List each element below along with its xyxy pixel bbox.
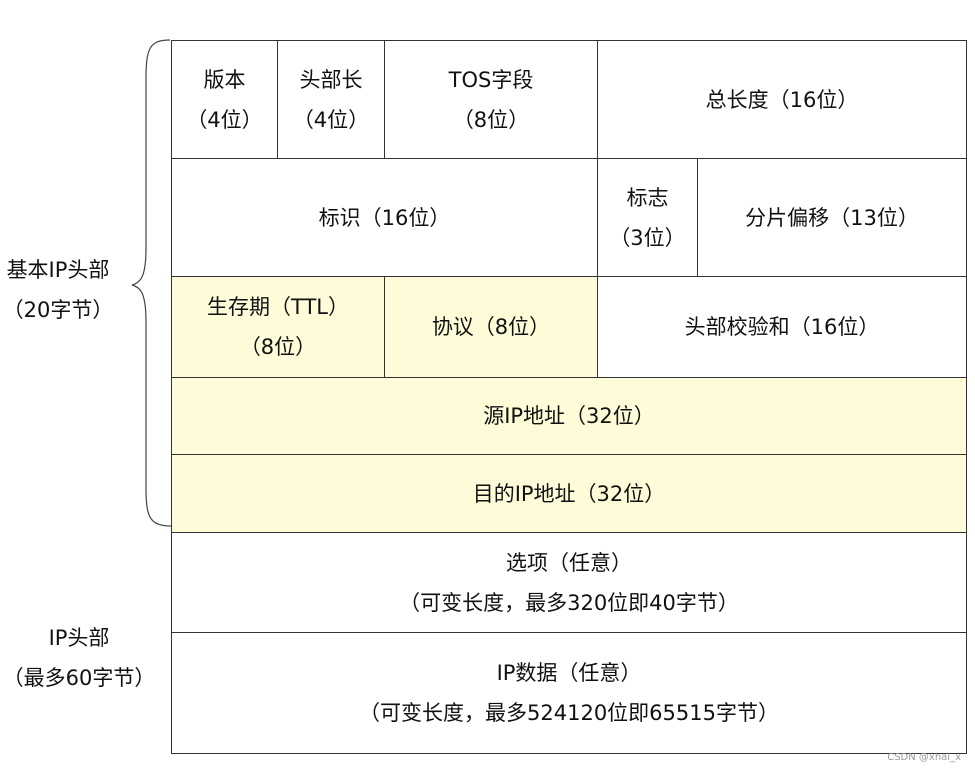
basic-header-size: （20字节）: [2, 298, 114, 322]
basic-header-label: 基本IP头部 （20字节）: [0, 250, 116, 330]
basic-header-title: 基本IP头部: [6, 258, 110, 282]
field-checksum-text: 头部校验和（16位）: [684, 315, 880, 339]
field-options-size: （可变长度，最多320位即40字节）: [399, 590, 739, 615]
field-data-name: IP数据（任意）: [496, 661, 642, 685]
field-data-size: （可变长度，最多524120位即65515字节）: [359, 701, 779, 725]
field-options: 选项（任意） （可变长度，最多320位即40字节）: [171, 532, 967, 633]
field-destination-ip-text: 目的IP地址（32位）: [472, 481, 666, 506]
ip-header-title: IP头部: [48, 626, 110, 650]
field-source-ip-text: 源IP地址（32位）: [483, 404, 655, 428]
field-flags-name: 标志: [626, 185, 669, 210]
field-source-ip: 源IP地址（32位）: [171, 377, 967, 455]
field-flags: 标志 （3位）: [597, 158, 698, 277]
field-identification: 标识（16位）: [171, 158, 598, 277]
field-header-length-bits: （4位）: [292, 107, 370, 132]
field-header-length-name: 头部长: [299, 67, 363, 92]
field-ttl-name: 生存期（TTL）: [207, 295, 349, 319]
ip-header-label: IP头部 （最多60字节）: [0, 618, 158, 698]
field-protocol-text: 协议（8位）: [431, 315, 551, 339]
field-ttl: 生存期（TTL） （8位）: [171, 276, 385, 378]
field-destination-ip: 目的IP地址（32位）: [171, 454, 967, 533]
field-tos-name: TOS字段: [448, 67, 534, 92]
field-version-bits: （4位）: [186, 107, 263, 132]
basic-header-brace: [131, 39, 173, 527]
field-total-length: 总长度（16位）: [597, 40, 967, 159]
watermark: CSDN @xhal_x: [887, 752, 961, 763]
field-version-name: 版本: [203, 67, 246, 92]
ip-header-size: （最多60字节）: [2, 666, 156, 690]
field-checksum: 头部校验和（16位）: [597, 276, 967, 378]
field-identification-text: 标识（16位）: [318, 205, 451, 230]
field-header-length: 头部长 （4位）: [277, 40, 385, 159]
field-flags-bits: （3位）: [609, 225, 686, 250]
field-total-length-text: 总长度（16位）: [705, 87, 859, 112]
field-tos-bits: （8位）: [452, 107, 530, 132]
field-tos: TOS字段 （8位）: [384, 40, 598, 159]
field-fragment-offset: 分片偏移（13位）: [697, 158, 967, 277]
field-data: IP数据（任意） （可变长度，最多524120位即65515字节）: [171, 632, 967, 754]
field-version: 版本 （4位）: [171, 40, 278, 159]
field-options-name: 选项（任意）: [506, 550, 632, 575]
field-fragment-offset-text: 分片偏移（13位）: [745, 205, 919, 230]
field-protocol: 协议（8位）: [384, 276, 598, 378]
field-ttl-bits: （8位）: [239, 335, 317, 359]
